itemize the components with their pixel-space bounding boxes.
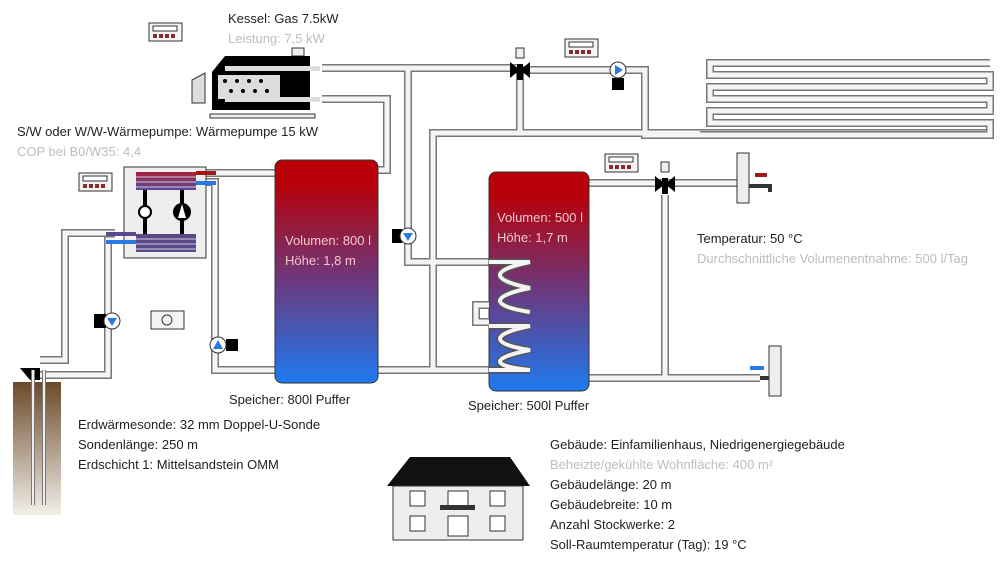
pump-boiler [392, 227, 417, 245]
buffer-tank-800 [274, 159, 379, 384]
thermostat [150, 310, 185, 330]
gas-boiler [191, 47, 320, 119]
heat-pump-cop: COP bei B0/W35: 4,4 [17, 144, 142, 159]
building-room-temp: Soll-Raumtemperatur (Tag): 19 °C [550, 537, 747, 552]
building-floors: Anzahl Stockwerke: 2 [550, 517, 676, 532]
hot-water-temperature: Temperatur: 50 °C [697, 231, 803, 246]
dhw-coil [472, 258, 531, 374]
heat-pump-title: S/W oder W/W-Wärmepumpe: Wärmepumpe 15 k… [17, 124, 318, 139]
pump-heat-pump [209, 336, 238, 354]
hot-water-tap [736, 152, 772, 204]
ground-probe-type: Erdwärmesonde: 32 mm Doppel-U-Sonde [78, 417, 321, 432]
building-type: Gebäude: Einfamilienhaus, Niedrigenergie… [550, 437, 845, 452]
pump-heating [609, 61, 627, 90]
controller-heat-pump [78, 172, 113, 192]
ground-probe-length: Sondenlänge: 250 m [78, 437, 198, 452]
cold-water-inlet [750, 345, 782, 397]
controller-dhw [604, 153, 639, 173]
house-icon [387, 457, 530, 541]
mixing-valve-dhw [655, 161, 675, 194]
buffer-tank-height: Höhe: 1,8 m [285, 253, 356, 268]
building-length: Gebäudelänge: 20 m [550, 477, 672, 492]
buffer-tank-label: Speicher: 800l Puffer [229, 392, 351, 407]
controller-boiler [148, 22, 183, 42]
ground-probe [13, 368, 61, 515]
dhw-tank-height: Höhe: 1,7 m [497, 230, 568, 245]
dhw-tank-500 [488, 171, 590, 392]
boiler-title: Kessel: Gas 7.5kW [228, 11, 339, 26]
hot-water-draw: Durchschnittliche Volumenentnahme: 500 l… [697, 251, 968, 266]
controller-heating [564, 38, 599, 58]
building-area: Beheizte/gekühlte Wohnfläche: 400 m² [550, 457, 774, 472]
boiler-power: Leistung: 7,5 kW [228, 31, 325, 46]
pump-brine [94, 312, 121, 330]
mixing-valve-heating [510, 47, 530, 80]
heat-pump [106, 166, 216, 259]
dhw-tank-volume: Volumen: 500 l [497, 210, 584, 225]
floor-heating-coil [700, 59, 994, 139]
building-width: Gebäudebreite: 10 m [550, 497, 673, 512]
buffer-tank-volume: Volumen: 800 l [285, 233, 372, 248]
ground-probe-layer: Erdschicht 1: Mittelsandstein OMM [78, 457, 279, 472]
dhw-tank-label: Speicher: 500l Puffer [468, 398, 590, 413]
